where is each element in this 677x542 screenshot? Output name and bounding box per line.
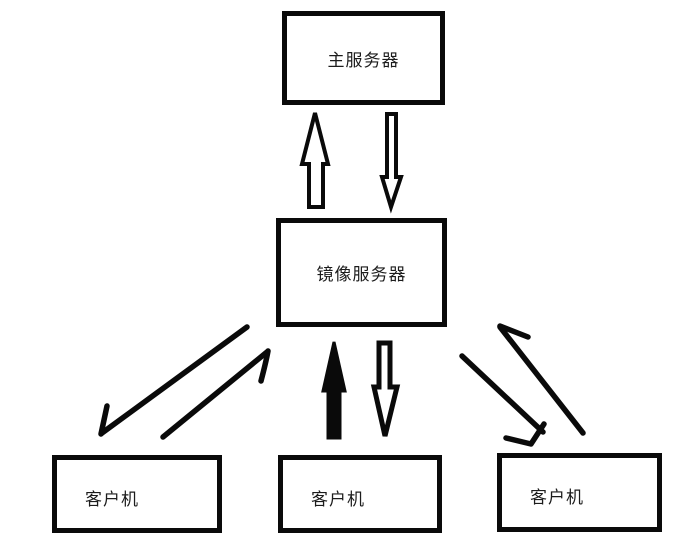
arrow-main-to-mirror — [379, 112, 404, 214]
arrow-client-right-to-mirror — [497, 323, 586, 436]
arrow-client-left-to-mirror — [160, 348, 271, 440]
node-client-center-label: 客户机 — [311, 489, 365, 509]
node-client-center: 客户机 — [278, 455, 442, 533]
node-client-right-label: 客户机 — [530, 488, 584, 507]
node-client-right: 客户机 — [497, 453, 662, 532]
arrow-mirror-to-client-center — [370, 340, 401, 437]
arrow-mirror-to-main — [299, 112, 331, 209]
node-client-left: 客户机 — [52, 455, 222, 533]
arrow-client-center-to-mirror — [321, 341, 347, 440]
node-main-server: 主服务器 — [282, 11, 445, 105]
node-mirror-server-label: 镜像服务器 — [316, 265, 407, 284]
node-main-server-label: 主服务器 — [327, 50, 400, 70]
node-mirror-server: 镜像服务器 — [276, 218, 447, 327]
arrow-mirror-to-client-right — [459, 353, 547, 447]
arrow-mirror-to-client-left — [98, 324, 250, 437]
node-client-left-label: 客户机 — [85, 489, 139, 509]
